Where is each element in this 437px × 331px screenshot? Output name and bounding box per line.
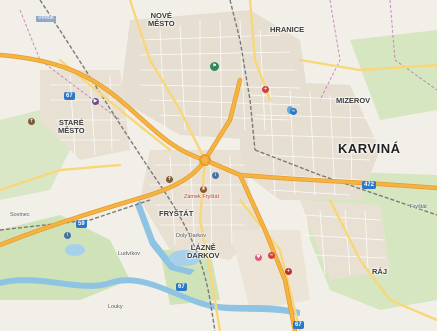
place-label-lower-left: Ludvíkov — [118, 251, 141, 257]
swimming-icon[interactable]: ≈ — [290, 108, 297, 115]
river-olse — [0, 277, 300, 316]
hospital-icon[interactable]: + — [262, 86, 269, 93]
road-shield-472: 472 — [362, 181, 377, 189]
road-shield-67-bottom: 67 — [293, 321, 304, 329]
church-icon[interactable]: ✝ — [28, 118, 35, 125]
district-label-frystat: FRYŠTÁT — [159, 209, 194, 218]
ice-hockey-icon[interactable]: ⚑ — [210, 62, 219, 71]
district-label-nove-mesto: NOVÉ MĚSTO — [148, 12, 175, 28]
district-label-line: NOVÉ — [150, 11, 172, 20]
district-label-hranice: HRANICE — [270, 25, 305, 34]
street-grid — [50, 19, 386, 276]
swimming-icon[interactable]: ≈ — [268, 252, 275, 259]
info-icon[interactable]: i — [64, 232, 71, 239]
roundabout — [199, 154, 211, 166]
district-label-line: STARÉ — [58, 118, 84, 127]
road-shield-67-south: 67 — [176, 283, 187, 291]
district-label-raj: RÁJ — [372, 267, 388, 276]
primary-roads — [0, 53, 437, 331]
city-label-karvina: KARVINÁ — [338, 141, 401, 156]
place-label-castle: Zámek Fryštát — [184, 194, 220, 200]
pond-west — [65, 244, 85, 256]
place-label-left-edge: Sovinec — [10, 212, 30, 218]
church-icon[interactable]: ✝ — [166, 176, 173, 183]
place-label-top-left: Věrdik — [36, 15, 56, 22]
info-icon[interactable]: i — [212, 172, 219, 179]
road-shield-59: 59 — [76, 220, 87, 228]
district-label-line: DARKOV — [187, 250, 220, 260]
cinema-icon[interactable]: ▶ — [92, 98, 99, 105]
district-label-mizerov: MIZEROV — [336, 96, 371, 105]
forest-area-northeast — [350, 30, 437, 120]
heart-icon[interactable]: ♥ — [255, 254, 262, 261]
district-label-stare-mesto: STARÉ MĚSTO — [58, 119, 85, 135]
place-label-lower-mid: Louky — [108, 304, 123, 310]
place-label-darkov-small: Doly Darkov — [176, 233, 206, 239]
place-label-right-edge: Fryštát — [410, 204, 427, 210]
district-border — [19, 0, 437, 121]
road-shield-67-west: 67 — [64, 92, 75, 100]
district-label-line: LÁZNĚ — [190, 243, 216, 252]
river-canal — [135, 200, 195, 275]
district-label-line: MĚSTO — [58, 125, 85, 135]
urban-area-mizerov — [240, 80, 380, 200]
castle-icon[interactable]: ♜ — [200, 186, 207, 193]
hospital-icon[interactable]: + — [285, 268, 292, 275]
district-label-lazne-darkov: LÁZNĚ DARKOV — [187, 244, 220, 260]
lake-darkov — [169, 250, 201, 266]
district-label-line: MĚSTO — [148, 18, 175, 28]
